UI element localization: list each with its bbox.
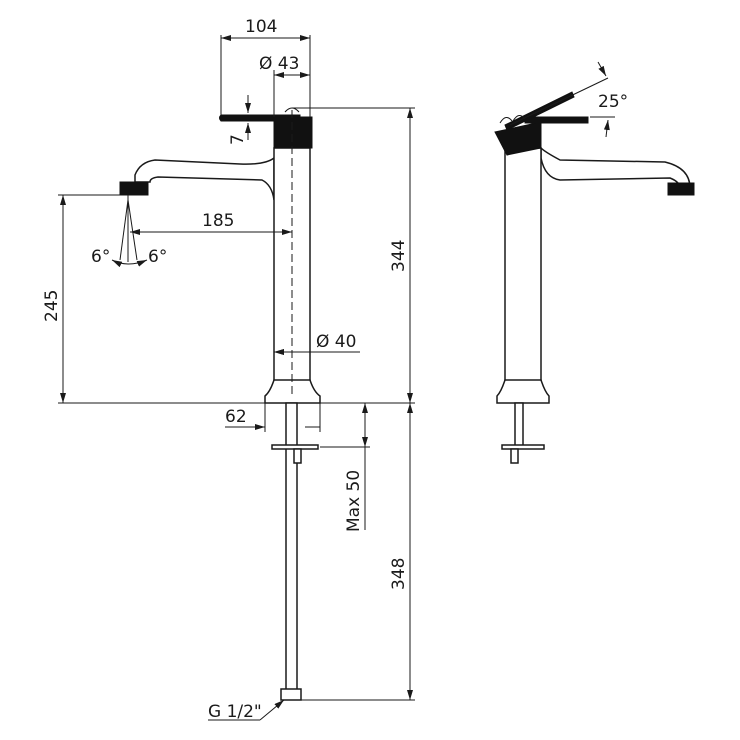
dim-344: 344 [389, 240, 409, 272]
side-body [504, 147, 542, 386]
side-mounting-nut [501, 444, 545, 450]
connection-label: G 1/2" [208, 702, 262, 722]
side-spout [540, 146, 691, 189]
dim-diameter-43: Ø 43 [259, 54, 299, 74]
dim-245: 245 [42, 290, 62, 322]
head-cartridge [273, 116, 313, 149]
dim-max-50: Max 50 [344, 470, 364, 532]
side-lever-closed [524, 116, 589, 124]
side-supply-hose [514, 402, 524, 448]
aerator [119, 181, 149, 196]
dim-348: 348 [389, 558, 409, 590]
side-head [494, 121, 542, 156]
dimensions: 104 Ø 43 7 185 6° 6° 245 344 Ø 40 62 Max… [42, 17, 415, 722]
dim-diameter-40: Ø 40 [316, 332, 356, 352]
dim-104: 104 [245, 17, 277, 37]
side-mounting-stud [510, 448, 519, 464]
dim-angle-left: 6° [91, 247, 110, 267]
hose-nut [280, 688, 302, 701]
side-base [496, 379, 550, 404]
front-view [111, 107, 321, 701]
dim-angle-right: 6° [148, 247, 167, 267]
dim-185: 185 [202, 211, 234, 231]
spout [134, 156, 275, 201]
lever-handle [219, 114, 301, 122]
dim-7: 7 [228, 134, 248, 145]
side-view: 25° [494, 61, 695, 464]
side-aerator [667, 182, 695, 196]
dim-62: 62 [225, 407, 247, 427]
mounting-stud [293, 448, 302, 464]
dim-lever-angle-25: 25° [598, 92, 628, 112]
